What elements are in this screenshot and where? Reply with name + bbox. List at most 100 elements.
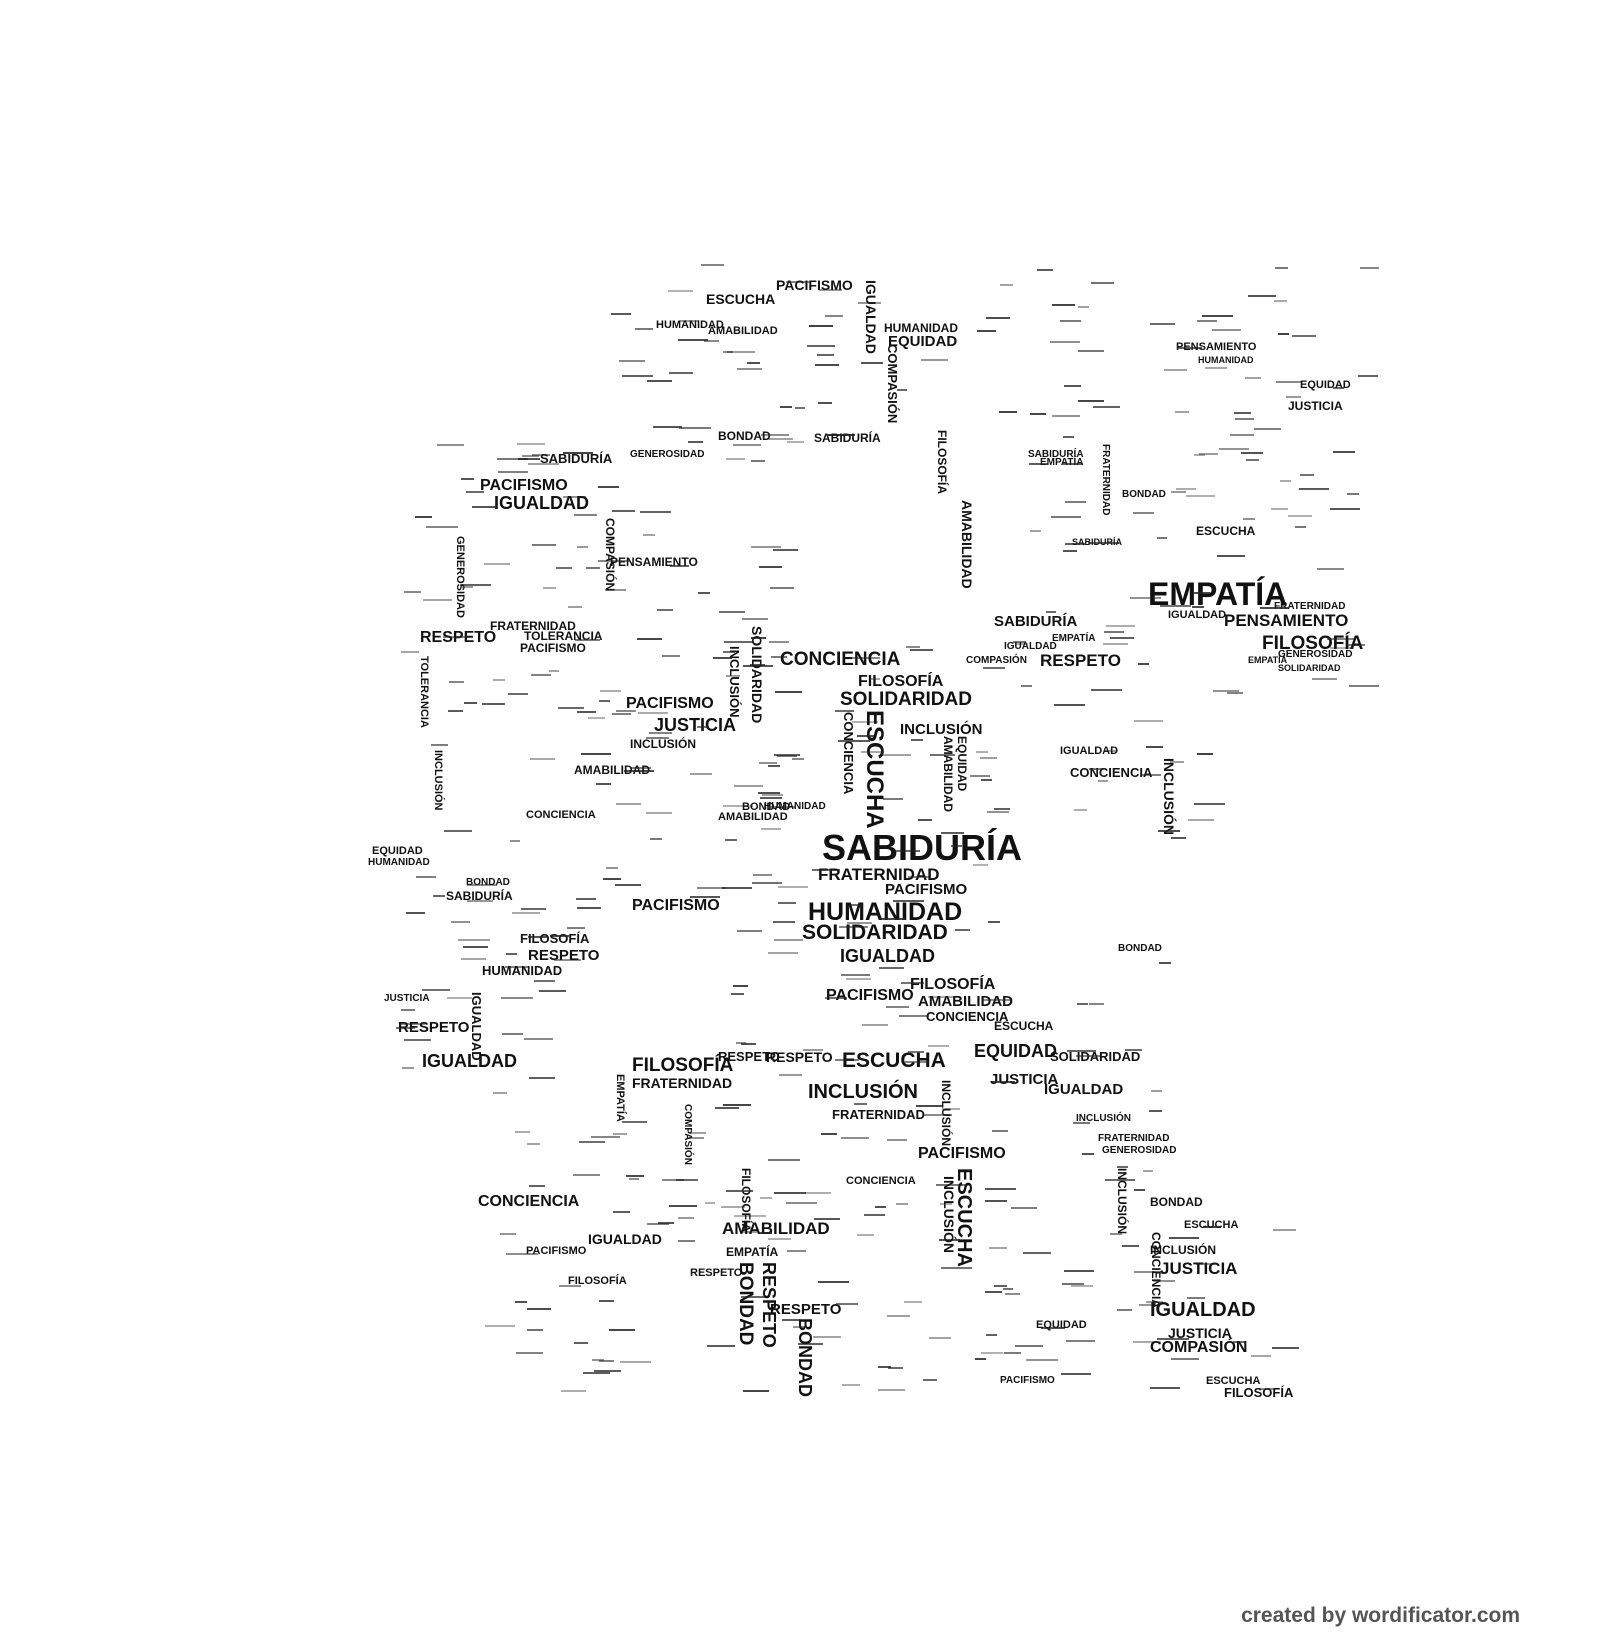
filler-mark (818, 402, 832, 404)
filler-mark (734, 785, 763, 787)
filler-mark (976, 751, 988, 753)
cloud-word-compasion: COMPASIÓN (885, 344, 900, 424)
filler-mark (508, 693, 528, 695)
filler-mark (527, 1143, 540, 1145)
filler-mark (463, 946, 488, 948)
filler-mark (921, 359, 948, 361)
cloud-word-equidad: EQUIDAD (955, 736, 969, 792)
filler-mark (464, 702, 477, 704)
filler-mark (999, 411, 1017, 413)
cloud-word-generosidad: GENEROSIDAD (1278, 649, 1353, 660)
filler-mark (1194, 803, 1225, 805)
cloud-word-humanidad: HUMANIDAD (368, 857, 430, 868)
cloud-word-generosidad: GENEROSIDAD (1102, 1145, 1177, 1156)
filler-mark (697, 726, 709, 728)
filler-mark (821, 1133, 837, 1135)
cloud-word-generosidad: GENEROSIDAD (454, 536, 466, 618)
filler-mark (599, 1300, 614, 1302)
filler-mark (786, 281, 811, 283)
filler-mark (980, 757, 997, 759)
filler-mark (1146, 746, 1163, 748)
filler-mark (741, 1296, 765, 1298)
filler-mark (842, 1384, 860, 1386)
cloud-word-escucha: ESCUCHA (1184, 1219, 1239, 1231)
filler-mark (653, 426, 682, 428)
filler-mark (1093, 406, 1120, 408)
filler-mark (1082, 1153, 1094, 1155)
filler-mark (527, 1329, 543, 1331)
filler-mark (775, 691, 802, 693)
filler-mark (1143, 1170, 1153, 1172)
credit-watermark: created by wordificator.com (1241, 1604, 1520, 1627)
cloud-word-equidad: EQUIDAD (1036, 1319, 1087, 1331)
filler-mark (698, 592, 710, 594)
filler-mark (725, 839, 737, 841)
filler-mark (676, 1179, 698, 1181)
filler-mark (733, 985, 748, 987)
filler-mark (809, 325, 833, 327)
filler-mark (1317, 568, 1344, 570)
filler-mark (988, 921, 1000, 923)
filler-mark (658, 1222, 674, 1224)
cloud-word-igualdad: IGUALDAD (1168, 609, 1227, 621)
filler-mark (461, 478, 474, 480)
filler-mark (1292, 335, 1316, 337)
filler-mark (622, 1121, 647, 1123)
filler-mark (1248, 295, 1276, 297)
filler-mark (792, 758, 804, 760)
filler-mark (731, 993, 744, 995)
filler-mark (529, 1077, 555, 1079)
filler-mark (897, 389, 907, 391)
filler-mark (1052, 415, 1080, 417)
filler-mark (1347, 493, 1359, 495)
filler-mark (567, 927, 585, 929)
filler-mark (594, 1370, 621, 1372)
filler-mark (467, 884, 497, 886)
filler-mark (1159, 962, 1171, 964)
filler-mark (1138, 663, 1149, 665)
filler-mark (1150, 323, 1175, 325)
filler-mark (1177, 347, 1202, 349)
cloud-word-justicia: JUSTICIA (1168, 1325, 1232, 1341)
cloud-word-empatia: EMPATÍA (614, 1074, 626, 1122)
filler-mark (1150, 1387, 1180, 1389)
filler-mark (987, 811, 1009, 813)
filler-mark (930, 754, 955, 756)
filler-mark (404, 1039, 431, 1041)
filler-mark (771, 656, 787, 658)
filler-mark (616, 710, 636, 712)
filler-mark (908, 876, 929, 878)
filler-mark (531, 674, 551, 676)
filler-mark (769, 641, 789, 643)
filler-mark (887, 1139, 907, 1141)
filler-mark (723, 351, 733, 353)
filler-mark (690, 1132, 706, 1134)
filler-mark (908, 1051, 924, 1053)
filler-mark (1164, 369, 1187, 371)
filler-mark (951, 845, 962, 847)
filler-mark (1171, 837, 1186, 839)
filler-mark (650, 838, 662, 840)
filler-mark (841, 974, 870, 976)
cloud-word-igualdad: IGUALDAD (494, 493, 589, 513)
filler-mark (501, 997, 533, 999)
filler-mark (534, 980, 555, 982)
filler-mark (719, 611, 745, 613)
filler-mark (1333, 387, 1344, 389)
filler-mark (923, 1114, 952, 1116)
cloud-word-filosofia: FILOSOFÍA (935, 430, 949, 494)
filler-mark (1098, 780, 1108, 782)
filler-mark (690, 896, 720, 898)
filler-mark (498, 471, 528, 473)
cloud-word-respeto: RESPETO (1040, 651, 1121, 670)
cloud-word-amabilidad: AMABILIDAD (918, 993, 1013, 1010)
filler-mark (1176, 488, 1196, 490)
cloud-word-justicia: JUSTICIA (384, 993, 430, 1004)
filler-mark (778, 886, 808, 888)
filler-mark (1030, 530, 1041, 532)
filler-mark (815, 364, 839, 366)
filler-mark (715, 1107, 739, 1109)
filler-mark (838, 740, 870, 742)
cloud-word-solidaridad: SOLIDARIDAD (802, 921, 948, 944)
filler-mark (443, 636, 473, 638)
